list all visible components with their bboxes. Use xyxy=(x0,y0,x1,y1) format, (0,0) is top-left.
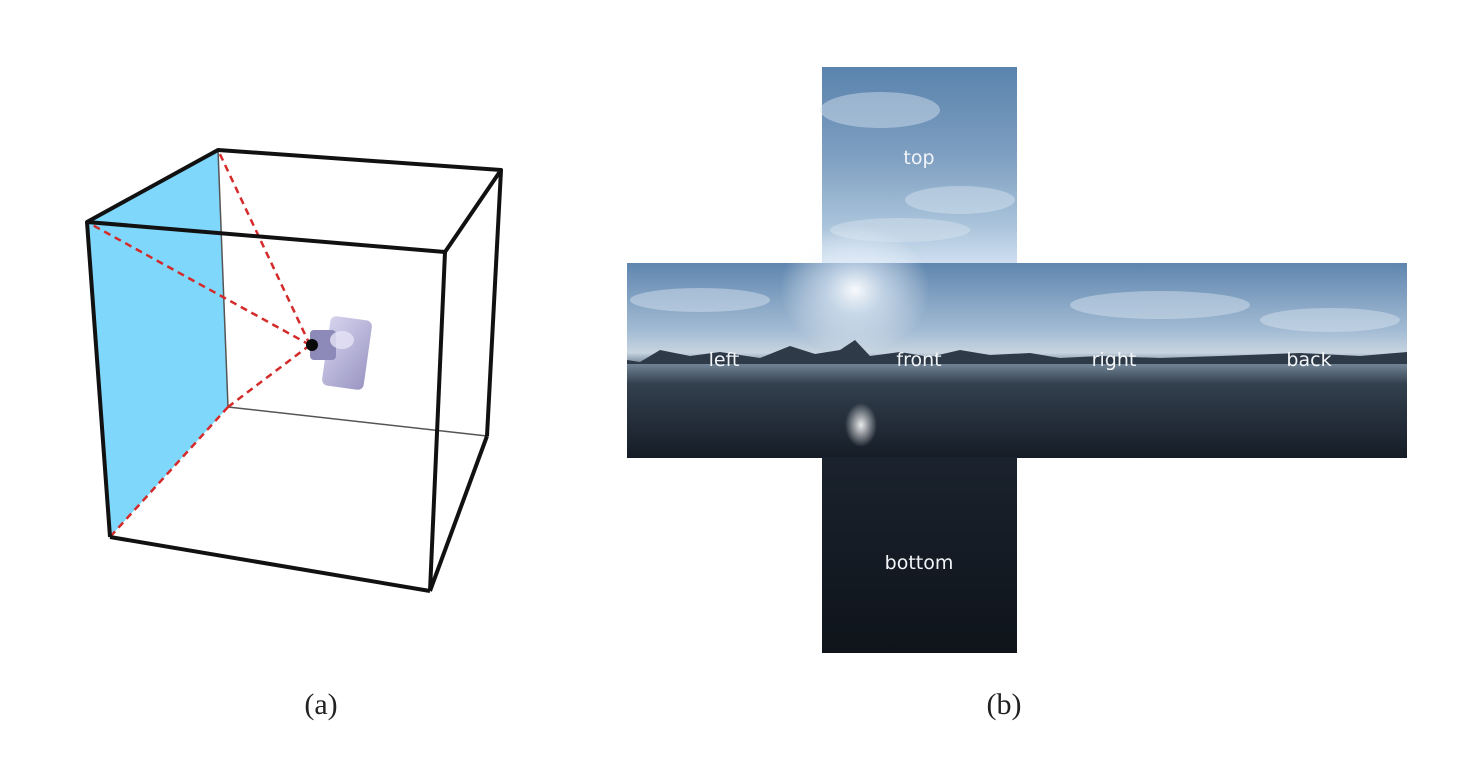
sun-reflection xyxy=(845,403,877,447)
view-frustum-lines xyxy=(86,149,312,538)
hidden-edge xyxy=(217,149,229,408)
panel-a-caption: (a) xyxy=(304,688,337,721)
sun-glow xyxy=(780,225,930,355)
face-label-top: top xyxy=(903,147,934,169)
face-label-front: front xyxy=(896,349,941,371)
hidden-edge xyxy=(227,406,488,437)
face-label-back: back xyxy=(1286,349,1331,371)
camera-icon xyxy=(306,316,372,390)
panel-b-caption: (b) xyxy=(987,688,1022,721)
cubemap-net: top left front right back bottom xyxy=(627,67,1407,653)
cube-diagram xyxy=(85,148,503,593)
face-label-right: right xyxy=(1092,349,1137,371)
highlighted-face xyxy=(87,150,228,537)
cube-edges xyxy=(85,148,503,593)
mountain-silhouette xyxy=(627,340,1407,364)
face-label-bottom: bottom xyxy=(885,552,954,574)
face-label-left: left xyxy=(709,349,740,371)
face-bottom xyxy=(822,457,1017,653)
